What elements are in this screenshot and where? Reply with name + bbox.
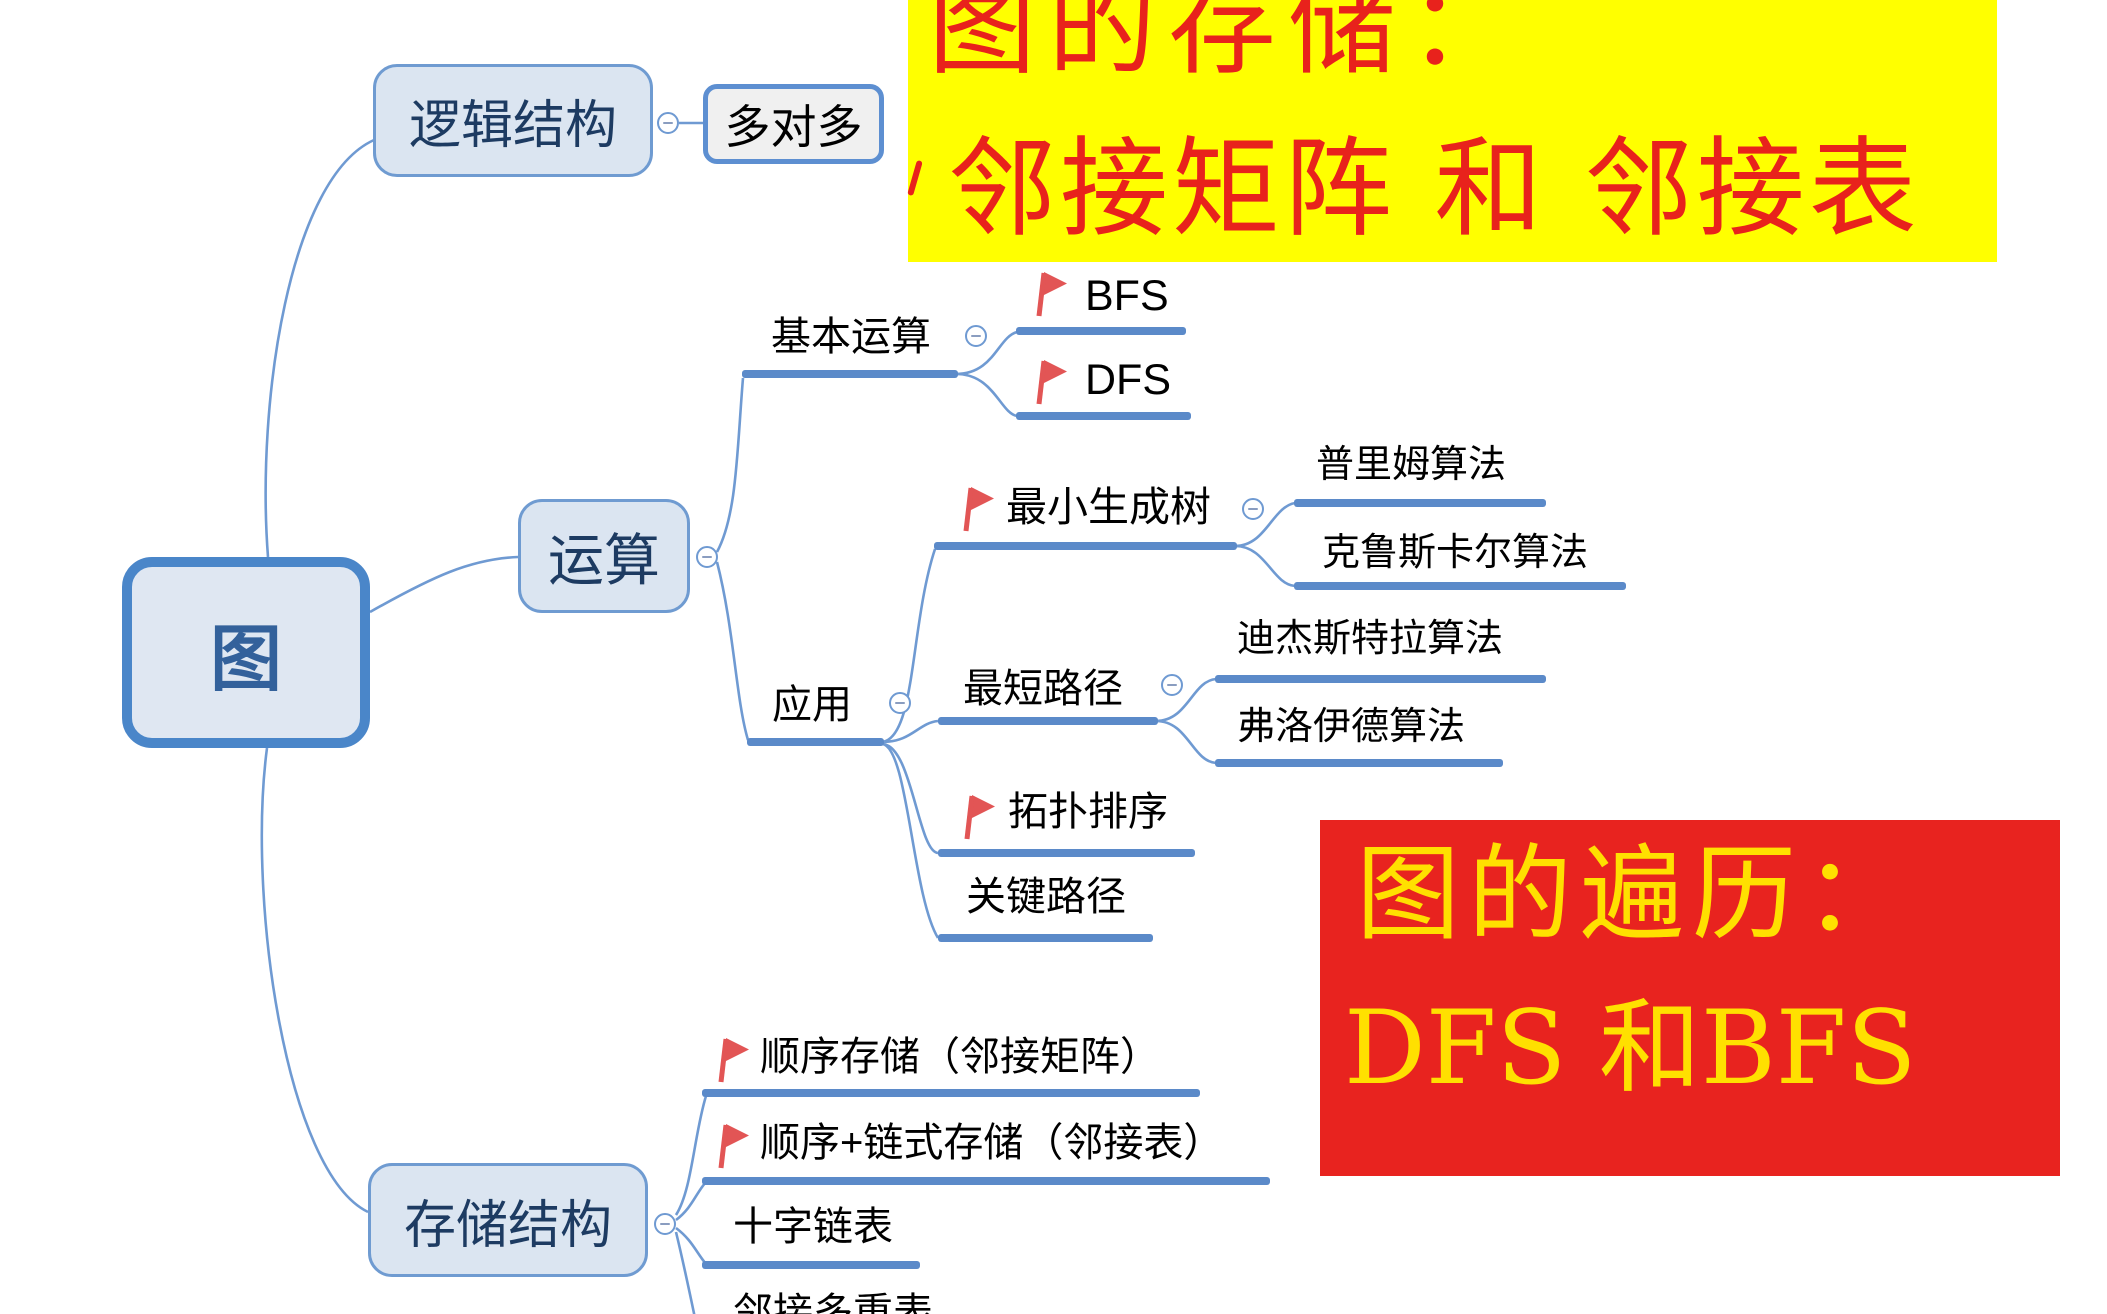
- stray-red-mark: [907, 159, 923, 197]
- topic-underline: [742, 370, 958, 378]
- topic-minimum-spanning-tree[interactable]: 最小生成树: [1006, 484, 1211, 530]
- topic-underline: [938, 849, 1195, 857]
- topic-underline: [934, 542, 1237, 550]
- link-app-critical: [881, 742, 940, 939]
- topic-underline: [938, 934, 1153, 942]
- topic-topological-sort[interactable]: 拓扑排序: [1008, 790, 1168, 834]
- topic-kruskal-algorithm[interactable]: 克鲁斯卡尔算法: [1322, 532, 1589, 574]
- topic-shortest-path[interactable]: 最短路径: [963, 667, 1123, 711]
- node-many-to-many-label: 多对多: [724, 101, 863, 153]
- storage-note-line2: 邻接矩阵 和 邻接表: [948, 127, 1921, 252]
- link-storage-seqlink: [675, 1181, 707, 1222]
- topic-underline: [1016, 412, 1191, 420]
- link-mst-kruskal: [1234, 544, 1296, 588]
- node-logical-structure[interactable]: 逻辑结构: [373, 64, 653, 177]
- flag-icon: [718, 1038, 749, 1083]
- flag-icon: [1036, 272, 1067, 317]
- collapse-button-mst[interactable]: [1242, 498, 1264, 520]
- node-operations-label: 运算: [548, 528, 660, 592]
- topic-underline: [702, 1261, 920, 1269]
- topic-dfs[interactable]: DFS: [1085, 356, 1171, 404]
- link-mst-prim: [1234, 501, 1296, 548]
- storage-note-overlay: 图的存储： 邻接矩阵 和 邻接表: [907, 0, 1997, 262]
- link-app-topo: [881, 742, 939, 855]
- link-root-storage: [260, 747, 369, 1214]
- link-app-mst: [881, 548, 937, 744]
- topic-underline: [1294, 582, 1626, 590]
- root-node-graph[interactable]: 图: [122, 557, 370, 748]
- collapse-button-basic-operations[interactable]: [965, 325, 987, 347]
- link-storage-seq: [674, 1095, 708, 1216]
- node-storage-structure[interactable]: 存储结构: [368, 1163, 648, 1277]
- traversal-note-overlay: 图的遍历： DFS 和BFS: [1320, 820, 2060, 1176]
- link-app-shortest: [881, 719, 939, 744]
- topic-underline: [1294, 499, 1546, 507]
- topic-adjacency-multilist[interactable]: 邻接多重表: [733, 1291, 933, 1314]
- collapse-button-shortest-path[interactable]: [1161, 674, 1183, 696]
- minus-icon: [895, 701, 905, 705]
- topic-applications[interactable]: 应用: [772, 683, 852, 727]
- link-basic-dfs: [955, 372, 1018, 418]
- flag-icon: [718, 1124, 749, 1169]
- flag-icon: [1036, 360, 1067, 405]
- collapse-button-logical[interactable]: [657, 112, 679, 134]
- node-storage-label: 存储结构: [403, 1196, 612, 1255]
- topic-underline: [1016, 327, 1186, 335]
- topic-underline: [747, 738, 884, 746]
- link-shortest-floyd: [1155, 719, 1217, 765]
- collapse-button-applications[interactable]: [889, 692, 911, 714]
- collapse-button-storage[interactable]: [654, 1213, 676, 1235]
- traversal-note-line1: 图的遍历：: [1356, 833, 1917, 955]
- node-many-to-many[interactable]: 多对多: [703, 84, 884, 164]
- topic-underline: [702, 1089, 1200, 1097]
- topic-orthogonal-list[interactable]: 十字链表: [733, 1205, 893, 1249]
- link-storage-multilist: [674, 1231, 696, 1314]
- link-storage-orthogonal: [675, 1226, 707, 1265]
- topic-critical-path[interactable]: 关键路径: [966, 875, 1126, 919]
- link-root-logical: [264, 138, 375, 558]
- minus-icon: [663, 121, 673, 125]
- topic-underline: [702, 1177, 1270, 1185]
- link-root-operations: [369, 555, 519, 614]
- link-operations-applications: [715, 561, 750, 741]
- node-operations[interactable]: 运算: [518, 499, 690, 613]
- minus-icon: [1167, 683, 1177, 687]
- flag-icon: [963, 487, 994, 532]
- topic-floyd-algorithm[interactable]: 弗洛伊德算法: [1237, 706, 1466, 748]
- link-basic-bfs: [955, 330, 1018, 376]
- link-shortest-dijkstra: [1155, 677, 1217, 723]
- node-logical-label: 逻辑结构: [408, 97, 617, 155]
- minus-icon: [1248, 507, 1258, 511]
- minus-icon: [660, 1222, 670, 1226]
- link-operations-basic: [715, 377, 745, 553]
- minus-icon: [971, 334, 981, 338]
- topic-sequential-linked-storage[interactable]: 顺序+链式存储（邻接表）: [760, 1121, 1224, 1165]
- flag-icon: [964, 795, 995, 840]
- minus-icon: [702, 555, 712, 559]
- root-node-label: 图: [209, 620, 282, 700]
- topic-underline: [1215, 759, 1503, 767]
- topic-basic-operations[interactable]: 基本运算: [771, 315, 931, 359]
- storage-note-line1: 图的存储：: [928, 0, 1529, 90]
- topic-dijkstra-algorithm[interactable]: 迪杰斯特拉算法: [1237, 618, 1504, 660]
- topic-underline: [938, 717, 1158, 725]
- topic-sequential-storage[interactable]: 顺序存储（邻接矩阵）: [760, 1035, 1160, 1079]
- traversal-note-line2: DFS 和BFS: [1344, 989, 1917, 1108]
- topic-underline: [1215, 675, 1546, 683]
- topic-prim-algorithm[interactable]: 普里姆算法: [1316, 444, 1507, 486]
- collapse-button-operations[interactable]: [696, 546, 718, 568]
- topic-bfs[interactable]: BFS: [1085, 272, 1169, 320]
